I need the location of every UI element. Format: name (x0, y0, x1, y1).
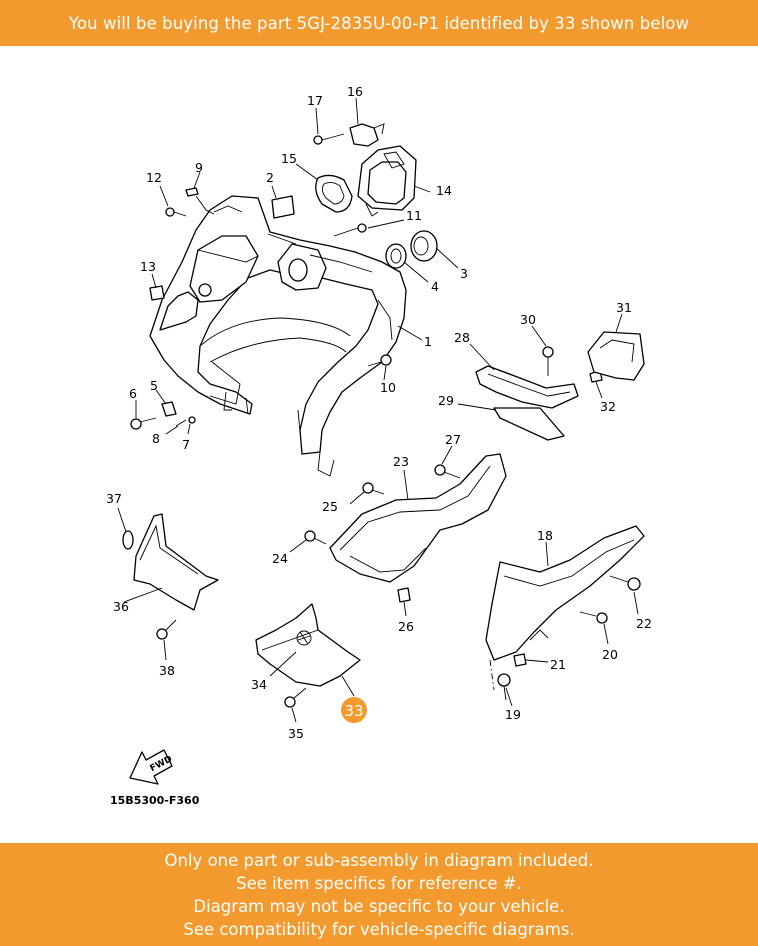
callout-19: 19 (505, 707, 521, 722)
callout-28: 28 (454, 330, 470, 345)
callout-38: 38 (159, 663, 175, 678)
callout-3: 3 (460, 266, 468, 281)
bracket-part (349, 123, 379, 147)
callout-1: 1 (424, 334, 432, 349)
collar-part (385, 243, 407, 269)
headlight-trim-part (357, 145, 417, 217)
fwd-arrow-icon: FWD (129, 749, 174, 785)
pad-part (493, 407, 565, 441)
bracket-part-31 (587, 331, 645, 381)
top-banner-text: You will be buying the part 5GJ-2835U-00… (68, 13, 690, 33)
callout-22: 22 (636, 616, 652, 631)
plug-part (410, 230, 438, 262)
callout-4: 4 (431, 279, 439, 294)
lower-panel-23 (329, 453, 507, 583)
callout-34: 34 (251, 677, 267, 692)
callout-8: 8 (152, 431, 160, 446)
front-cowl-part (149, 195, 407, 477)
callout-36: 36 (113, 599, 129, 614)
callout-17: 17 (307, 93, 323, 108)
footer-line-4: See compatibility for vehicle-specific d… (183, 919, 575, 939)
callout-14: 14 (436, 183, 452, 198)
side-panel-36 (133, 513, 219, 611)
label-sticker-part (271, 195, 295, 219)
callout-7: 7 (182, 437, 190, 452)
callout-35: 35 (288, 726, 304, 741)
callout-29: 29 (438, 393, 454, 408)
footer-line-3: Diagram may not be specific to your vehi… (193, 896, 565, 916)
callout-32: 32 (600, 399, 616, 414)
parts-diagram-svg: 17 16 15 14 2 9 12 11 3 4 13 1 10 5 6 8 … (106, 84, 652, 807)
diagram-code: 15B5300-F360 (110, 794, 200, 807)
screw-hardware (130, 133, 641, 708)
highlight-number: 33 (344, 702, 363, 720)
label-part-37 (122, 530, 134, 550)
callout-9: 9 (195, 160, 203, 175)
gasket-part (315, 174, 353, 213)
callout-30: 30 (520, 312, 536, 327)
parts-diagram: 17 16 15 14 2 9 12 11 3 4 13 1 10 5 6 8 … (0, 46, 758, 843)
callout-25: 25 (322, 499, 338, 514)
callout-15: 15 (281, 151, 297, 166)
footer-line-2: See item specifics for reference #. (236, 873, 522, 893)
callout-10: 10 (380, 380, 396, 395)
callout-6: 6 (129, 386, 137, 401)
callout-18: 18 (537, 528, 553, 543)
callout-26: 26 (398, 619, 414, 634)
callout-20: 20 (602, 647, 618, 662)
callout-27: 27 (445, 432, 461, 447)
callout-5: 5 (150, 378, 158, 393)
leader-lines (117, 97, 639, 723)
callout-24: 24 (272, 551, 288, 566)
cover-part-28 (475, 365, 579, 409)
highlighted-callout-33: 33 (341, 697, 367, 723)
callout-numbers: 17 16 15 14 2 9 12 11 3 4 13 1 10 5 6 8 … (106, 84, 652, 741)
callout-13: 13 (140, 259, 156, 274)
highlight-circle (341, 697, 367, 723)
footer-line-1: Only one part or sub-assembly in diagram… (164, 850, 594, 870)
callout-12: 12 (146, 170, 162, 185)
callout-31: 31 (616, 300, 632, 315)
grommet-part (149, 285, 165, 301)
callout-2: 2 (266, 170, 274, 185)
side-cover-part-33 (255, 603, 361, 687)
side-panel-18 (485, 525, 645, 661)
top-banner: You will be buying the part 5GJ-2835U-00… (0, 0, 758, 46)
callout-16: 16 (347, 84, 363, 99)
callout-11: 11 (406, 208, 422, 223)
callout-23: 23 (393, 454, 409, 469)
callout-37: 37 (106, 491, 122, 506)
callout-21: 21 (550, 657, 566, 672)
bottom-banner: Only one part or sub-assembly in diagram… (0, 843, 758, 946)
